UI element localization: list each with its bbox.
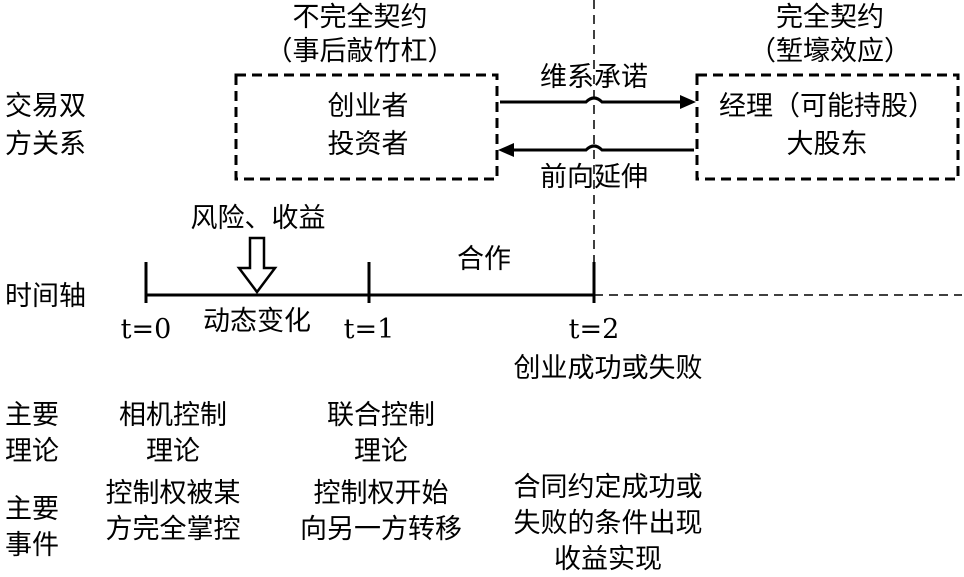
event1-line2: 方完全掌控: [106, 514, 241, 545]
extension-arrow: [506, 144, 694, 152]
manager-label: 经理（可能持股）: [719, 91, 935, 122]
entrepreneur-label: 创业者: [328, 91, 409, 122]
risk-return-label: 风险、收益: [191, 203, 326, 234]
contingent-control-theory-line2: 理论: [146, 436, 200, 467]
relation-label-line2: 方关系: [5, 129, 86, 160]
commitment-label: 维系承诺: [540, 62, 648, 93]
contingent-control-theory-line1: 相机控制: [119, 400, 227, 431]
dynamic-change-label: 动态变化: [203, 306, 311, 337]
event3-line1: 合同约定成功或: [514, 472, 703, 503]
commitment-arrow: [500, 96, 688, 104]
t2-label: t=2: [569, 314, 620, 345]
events-label-line2: 事件: [5, 530, 59, 561]
event1-line1: 控制权被某: [106, 478, 241, 509]
event2-line1: 控制权开始: [314, 478, 449, 509]
shareholder-label: 大股东: [787, 129, 868, 160]
complete-contract-box: [695, 73, 960, 181]
joint-control-theory-line2: 理论: [354, 436, 408, 467]
investor-label: 投资者: [328, 129, 409, 160]
commitment-arrowhead: [680, 95, 696, 109]
complete-contract-title: 完全契约: [776, 2, 884, 33]
theory-label-line2: 理论: [5, 436, 59, 467]
extension-arrowhead: [498, 143, 514, 157]
incomplete-contract-box: [234, 73, 499, 181]
extension-label: 前向延伸: [540, 162, 648, 193]
theory-label-line1: 主要: [5, 400, 59, 431]
complete-contract-subtitle: （堑壕效应）: [749, 36, 911, 67]
risk-down-arrow-icon: [236, 236, 278, 295]
event3-line3: 收益实现: [554, 544, 662, 575]
timeline-label: 时间轴: [5, 281, 86, 312]
events-label-line1: 主要: [5, 494, 59, 525]
incomplete-contract-title: 不完全契约: [293, 2, 428, 33]
event3-line2: 失败的条件出现: [514, 508, 703, 539]
cooperation-label: 合作: [457, 244, 511, 275]
t0-label: t=0: [121, 314, 172, 345]
event2-line2: 向另一方转移: [300, 514, 462, 545]
t1-label: t=1: [344, 314, 395, 345]
relation-label-line1: 交易双: [5, 91, 86, 122]
joint-control-theory-line1: 联合控制: [327, 400, 435, 431]
incomplete-contract-subtitle: （事后敲竹杠）: [266, 36, 455, 67]
t2-outcome-label: 创业成功或失败: [514, 353, 703, 384]
